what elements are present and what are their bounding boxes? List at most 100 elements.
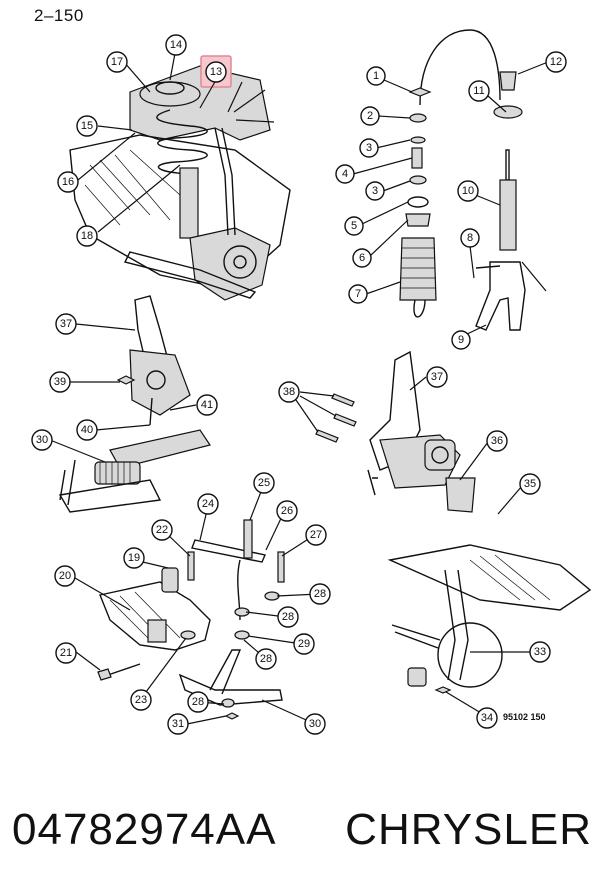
callout-39: 39 [49,371,71,393]
callout-29-text: 29 [298,638,310,650]
callout-labels: 1 2 3 4 3 5 6 7 8 9 10 11 12 13 14 15 16… [31,34,567,735]
callout-31-text: 31 [172,718,184,730]
callout-28a: 28 [309,583,331,605]
callout-3a: 3 [359,138,379,158]
callout-24: 24 [197,493,219,515]
strut-exploded-illustration [399,29,526,331]
callout-10-text: 10 [462,185,474,197]
callout-37b: 37 [426,366,448,388]
page-number: 2–150 [34,6,84,25]
callout-25: 25 [253,472,275,494]
callout-3a-text: 3 [366,142,372,154]
callout-33: 33 [529,641,551,663]
callout-13-text: 13 [210,66,222,78]
callout-28c-text: 28 [260,653,272,665]
callout-28b: 28 [277,606,299,628]
callout-10: 10 [457,180,479,202]
callout-18: 18 [76,225,98,247]
callout-17-text: 17 [111,56,123,68]
callout-21-text: 21 [60,647,72,659]
callout-28d: 28 [187,691,209,713]
callout-3b: 3 [365,181,385,201]
callout-36: 36 [486,430,508,452]
callout-9: 9 [451,330,471,350]
callout-37a: 37 [55,313,77,335]
callout-12-text: 12 [550,56,562,68]
callout-14-text: 14 [170,39,182,51]
callout-1-text: 1 [373,70,379,82]
callout-11: 11 [468,80,490,102]
callout-6: 6 [352,248,372,268]
callout-29: 29 [293,633,315,655]
callout-28c: 28 [255,648,277,670]
callout-36-text: 36 [491,435,503,447]
callout-28a-text: 28 [314,588,326,600]
callout-23-text: 23 [135,694,147,706]
callout-12: 12 [545,51,567,73]
part-number: 04782974AA [12,805,277,854]
callout-40-text: 40 [81,424,93,436]
callout-25-text: 25 [258,477,270,489]
callout-2: 2 [360,106,380,126]
callout-41-text: 41 [201,399,213,411]
callout-28b-text: 28 [282,611,294,623]
callout-19: 19 [123,547,145,569]
callout-5-text: 5 [351,220,357,232]
callout-37a-text: 37 [60,318,72,330]
callout-34: 34 [476,707,498,729]
callout-7-text: 7 [355,288,361,300]
callout-38-text: 38 [283,386,295,398]
brand-name: CHRYSLER [345,805,592,854]
callout-17: 17 [106,51,128,73]
callout-23: 23 [130,689,152,711]
callout-22-text: 22 [156,524,168,536]
callout-30b: 30 [31,429,53,451]
callout-4: 4 [335,164,355,184]
callout-38: 38 [278,381,300,403]
callout-18-text: 18 [81,230,93,242]
strut-installed-illustration [69,65,291,301]
callout-20: 20 [54,565,76,587]
callout-34-text: 34 [481,712,493,724]
callout-13: 13 [205,61,227,83]
callout-16: 16 [57,171,79,193]
callout-30a-text: 30 [309,718,321,730]
callout-6-text: 6 [359,252,365,264]
callout-31: 31 [167,713,189,735]
callout-8: 8 [460,228,480,248]
callout-30a: 30 [304,713,326,735]
callout-27-text: 27 [310,529,322,541]
callout-5: 5 [344,216,364,236]
callout-26: 26 [276,500,298,522]
callout-16-text: 16 [62,176,74,188]
callout-15: 15 [76,115,98,137]
strut-side-view-illustration [387,544,592,694]
callout-33-text: 33 [534,646,546,658]
callout-39-text: 39 [54,376,66,388]
callout-40: 40 [76,419,98,441]
callout-37b-text: 37 [431,371,443,383]
callout-41: 41 [196,394,218,416]
knuckle-hub-illustration [315,350,476,513]
callout-27: 27 [305,524,327,546]
callout-11-text: 11 [473,85,484,97]
callout-4-text: 4 [342,168,348,180]
callout-35-text: 35 [524,478,536,490]
footer-caption: 04782974AA CHRYSLER [12,790,592,870]
callout-30b-text: 30 [36,434,48,446]
callout-35: 35 [519,473,541,495]
callout-8-text: 8 [467,232,473,244]
knuckle-tierod-illustration [58,295,211,513]
callout-22: 22 [151,519,173,541]
callout-7: 7 [348,284,368,304]
callout-15-text: 15 [81,120,93,132]
callout-2-text: 2 [367,110,373,122]
callout-21: 21 [55,642,77,664]
lower-arm-illustration [97,519,285,720]
callout-20-text: 20 [59,570,71,582]
callout-14: 14 [165,34,187,56]
figure-code: 95102 150 [503,712,546,722]
callout-3b-text: 3 [372,185,378,197]
leader-lines [49,47,549,725]
